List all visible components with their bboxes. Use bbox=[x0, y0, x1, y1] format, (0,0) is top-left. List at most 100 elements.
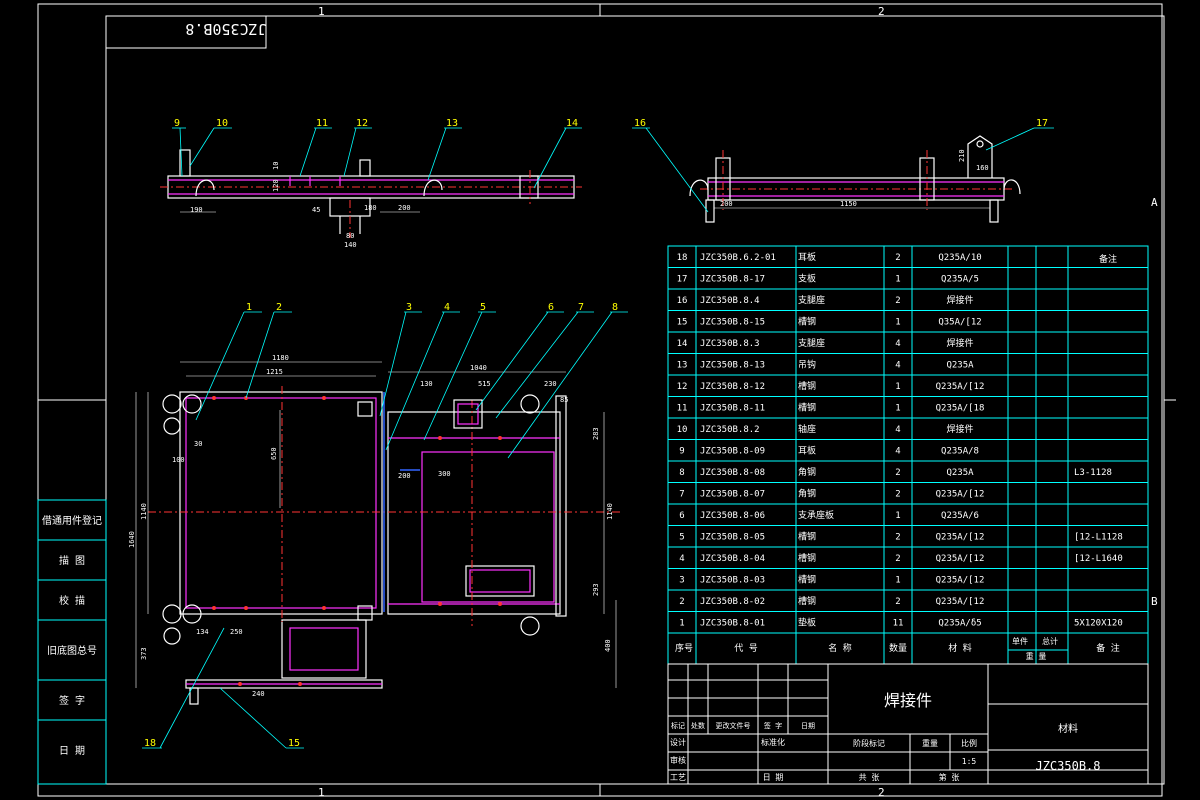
dim-1140-right: 1140 bbox=[606, 503, 614, 520]
bom-cell-mat: 焊接件 bbox=[946, 337, 973, 349]
strip-label-2: 校 描 bbox=[59, 594, 85, 607]
bom-cell-mat: 焊接件 bbox=[946, 423, 973, 435]
bom-cell-no: 1 bbox=[679, 619, 684, 629]
bom-header-name: 名 称 bbox=[828, 642, 851, 654]
bom-cell-mat: Q235A/10 bbox=[938, 253, 981, 263]
bom-cell-qty: 2 bbox=[895, 533, 900, 543]
bom-cell-qty: 1 bbox=[895, 382, 900, 392]
balloon-11: 11 bbox=[316, 118, 328, 129]
bom-cell-qty: 4 bbox=[895, 447, 900, 457]
bom-cell-no: 8 bbox=[679, 468, 684, 478]
dim-100: 100 bbox=[172, 456, 185, 464]
dim-30: 30 bbox=[194, 440, 202, 448]
bom-cell-note: [12-L1640 bbox=[1074, 554, 1123, 564]
dim-120: 120 bbox=[272, 179, 280, 192]
zone-label-side-b: B bbox=[1151, 595, 1158, 608]
label-standard: 标准化 bbox=[761, 737, 785, 747]
dim-80: 80 bbox=[346, 232, 354, 240]
label-check: 审核 bbox=[670, 755, 686, 765]
zone-label-side-a: A bbox=[1151, 196, 1158, 209]
bom-cell-mat: 焊接件 bbox=[946, 294, 973, 306]
balloon-6: 6 bbox=[548, 302, 554, 313]
bom-cell-no: 16 bbox=[677, 296, 688, 306]
bom-header-note: 备 注 bbox=[1096, 642, 1119, 654]
bom-cell-name: 槽钢 bbox=[798, 402, 816, 414]
bom-cell-name: 槽钢 bbox=[798, 380, 816, 392]
bom-cell-qty: 1 bbox=[895, 404, 900, 414]
title-part-name: 焊接件 bbox=[884, 691, 932, 710]
dim-200-plan: 200 bbox=[398, 472, 411, 480]
strip-label-3: 旧底图总号 bbox=[47, 644, 97, 657]
part-balloons: 9 10 11 12 13 14 16 17 1 2 3 4 5 6 7 8 1… bbox=[142, 118, 1054, 749]
label-scale: 比例 bbox=[961, 738, 977, 748]
bom-cell-qty: 4 bbox=[895, 361, 900, 371]
bom-cell-qty: 1 bbox=[895, 275, 900, 285]
bom-header-unit-total: 总计 bbox=[1042, 636, 1058, 646]
bom-cell-qty: 1 bbox=[895, 576, 900, 586]
bom-cell-mat: Q235A/6 bbox=[941, 511, 979, 521]
bom-cell-name: 槽钢 bbox=[798, 316, 816, 328]
bom-cell-name: 槽钢 bbox=[798, 595, 816, 607]
bom-cell-no: 5 bbox=[679, 533, 684, 543]
dim-1140-left: 1140 bbox=[140, 503, 148, 520]
bom-cell-qty: 2 bbox=[895, 468, 900, 478]
dim-515: 515 bbox=[478, 380, 491, 388]
bom-cell-code: JZC350B.8-07 bbox=[700, 490, 765, 500]
bom-header-code: 代 号 bbox=[734, 643, 757, 654]
bom-cell-name: 支腿座 bbox=[798, 337, 825, 349]
bom-cell-no: 10 bbox=[677, 425, 688, 435]
zone-label-bottom-1: 1 bbox=[318, 786, 325, 799]
balloon-3: 3 bbox=[406, 302, 412, 313]
dim-650: 650 bbox=[270, 447, 278, 460]
bom-cell-no: 11 bbox=[677, 404, 688, 414]
bom-cell-mat: Q235A/[12 bbox=[936, 576, 985, 586]
balloon-14: 14 bbox=[566, 118, 578, 129]
dim-1150: 1150 bbox=[840, 200, 857, 208]
balloon-2: 2 bbox=[276, 302, 282, 313]
bom-cell-name: 轴座 bbox=[798, 423, 816, 435]
bom-cell-mat: Q235A bbox=[946, 468, 974, 478]
bom-cell-name: 角钢 bbox=[798, 488, 816, 500]
bom-cell-code: JZC350B.8-15 bbox=[700, 318, 765, 328]
bom-cell-mat: Q35A/[12 bbox=[938, 318, 981, 328]
balloon-10: 10 bbox=[216, 118, 228, 129]
zone-label-bottom-2: 2 bbox=[878, 786, 885, 799]
front-elevation-view: 190 10 120 45 180 200 80 140 bbox=[160, 149, 582, 249]
dim-1215: 1215 bbox=[266, 368, 283, 376]
dim-1040: 1040 bbox=[470, 364, 487, 372]
bom-cell-no: 12 bbox=[677, 382, 688, 392]
label-design: 设计 bbox=[670, 737, 686, 747]
bom-cell-code: JZC350B.8-05 bbox=[700, 533, 765, 543]
zone-label-top-2: 2 bbox=[878, 5, 885, 18]
dim-180: 180 bbox=[364, 204, 377, 212]
title-drawing-number: JZC350B.8 bbox=[1035, 759, 1100, 773]
bom-cell-qty: 2 bbox=[895, 490, 900, 500]
balloon-17: 17 bbox=[1036, 118, 1048, 129]
dim-85: 85 bbox=[560, 396, 568, 404]
strip-label-0: 借通用件登记 bbox=[42, 514, 102, 527]
dim-1640: 1640 bbox=[128, 531, 136, 548]
rev-col-file: 更改文件号 bbox=[716, 721, 751, 730]
bom-cell-code: JZC350B.8.3 bbox=[700, 339, 760, 349]
bom-cell-name: 耳板 bbox=[798, 445, 816, 457]
bom-cell-qty: 1 bbox=[895, 511, 900, 521]
rev-col-mark: 标记 bbox=[671, 721, 685, 730]
dim-190: 190 bbox=[190, 206, 203, 214]
rev-col-count: 处数 bbox=[691, 721, 705, 730]
bom-cell-code: JZC350B.8-03 bbox=[700, 576, 765, 586]
bom-cell-name: 耳板 bbox=[798, 251, 816, 263]
dim-140: 140 bbox=[344, 241, 357, 249]
bom-cell-code: JZC350B.6.2-01 bbox=[700, 253, 776, 263]
label-sheet-no: 第 张 bbox=[939, 772, 960, 782]
bom-cell-name: 角钢 bbox=[798, 466, 816, 478]
balloon-9: 9 bbox=[174, 118, 180, 129]
bom-cell-no: 6 bbox=[679, 511, 684, 521]
bom-cell-code: JZC350B.8-08 bbox=[700, 468, 765, 478]
bom-cell-name: 槽钢 bbox=[798, 552, 816, 564]
bom-cell-code: JZC350B.8.2 bbox=[700, 425, 760, 435]
bom-cell-mat: Q235A/[12 bbox=[936, 533, 985, 543]
bom-cell-qty: 2 bbox=[895, 554, 900, 564]
dim-134: 134 bbox=[196, 628, 209, 636]
label-stage: 阶段标记 bbox=[853, 738, 885, 748]
